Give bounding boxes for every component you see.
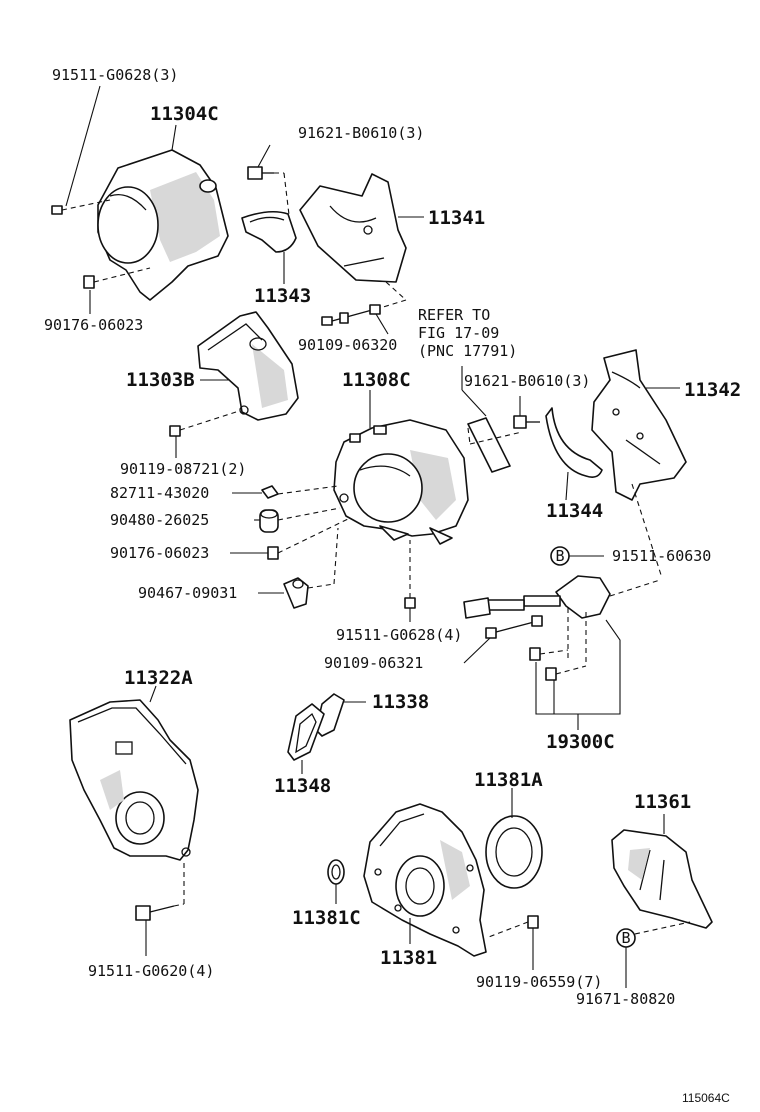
cover-11308c (333, 390, 469, 545)
label-11361: 11361 (634, 791, 691, 813)
bolt-91511-g0628-mid (404, 540, 416, 622)
label-90176-06023-top: 90176-06023 (44, 316, 143, 334)
label-90467-09031: 90467-09031 (138, 584, 237, 602)
label-90109-06320: 90109-06320 (298, 336, 397, 354)
label-82711-43020: 82711-43020 (110, 484, 209, 502)
label-11343: 11343 (254, 285, 311, 307)
plate-11361 (611, 814, 713, 929)
marker-b-bottom: B (616, 921, 691, 988)
bolt-91511-g0628-top (51, 199, 111, 215)
nut-90176-06023-top (83, 267, 151, 289)
stud-90109-06320 (321, 304, 389, 335)
label-19300c: 19300C (546, 731, 615, 753)
cover-11303b (197, 311, 299, 421)
label-91511-60630: 91511-60630 (612, 547, 711, 565)
cover-11322a (69, 685, 199, 861)
refer-fig-17-09-strip (461, 366, 523, 473)
bolt-91511-g0620 (135, 860, 185, 956)
bolts-19300c (529, 647, 587, 681)
marker-b-bottom-label: B (621, 929, 630, 947)
guide-11343 (241, 210, 297, 284)
label-91621-b0610-3-right: 91621-B0610(3) (464, 372, 590, 390)
guide-11344 (545, 407, 603, 501)
label-91621-b0610-3-top: 91621-B0610(3) (298, 124, 424, 142)
label-11322a: 11322A (124, 667, 193, 689)
label-11381: 11381 (380, 947, 437, 969)
refer-line-1: REFER TO (418, 306, 490, 324)
stud-90109-06321 (463, 615, 543, 664)
label-11381a: 11381A (474, 769, 543, 791)
label-11341: 11341 (428, 207, 485, 229)
grommet-90480-26025 (254, 507, 341, 533)
label-11308c: 11308C (342, 369, 411, 391)
plate-11342 (591, 349, 687, 501)
diagram-code: 115064C (682, 1091, 730, 1105)
clip-82711-43020 (232, 485, 339, 499)
label-90176-06023-mid: 90176-06023 (110, 544, 209, 562)
bolt-90119-06559 (485, 915, 539, 970)
sensor-19300c (463, 575, 661, 666)
label-90119-08721-2: 90119-08721(2) (120, 460, 246, 478)
bolt-90119-08721 (169, 411, 237, 458)
label-90480-26025: 90480-26025 (110, 511, 209, 529)
marker-b-top: B (550, 546, 604, 566)
label-11381c: 11381C (292, 907, 361, 929)
label-11304c: 11304C (150, 103, 219, 125)
nut-90176-06023-mid (230, 517, 351, 560)
refer-line-3: (PNC 17791) (418, 342, 517, 360)
label-11303b: 11303B (126, 369, 195, 391)
label-11342: 11342 (684, 379, 741, 401)
clamp-90467-09031 (258, 527, 339, 609)
label-11338: 11338 (372, 691, 429, 713)
bolt-91621-b0610-right (513, 396, 540, 429)
o-ring-11381c (327, 859, 345, 904)
refer-line-2: FIG 17-09 (418, 324, 499, 342)
marker-b-top-label: B (555, 547, 564, 565)
label-91511-g0620-4: 91511-G0620(4) (88, 962, 214, 980)
label-11348: 11348 (274, 775, 331, 797)
label-91511-g0628-3: 91511-G0628(3) (52, 66, 178, 84)
label-11344: 11344 (546, 500, 603, 522)
label-91671-80820: 91671-80820 (576, 990, 675, 1008)
case-11381 (363, 803, 487, 957)
gasket-11348 (287, 703, 325, 774)
plate-11341 (299, 173, 424, 283)
label-90109-06321: 90109-06321 (324, 654, 423, 672)
oil-seal-11381a (485, 788, 543, 889)
label-90119-06559-7: 90119-06559(7) (476, 973, 602, 991)
label-91511-g0628-4: 91511-G0628(4) (336, 626, 462, 644)
timing-cover-11304c (97, 149, 229, 301)
